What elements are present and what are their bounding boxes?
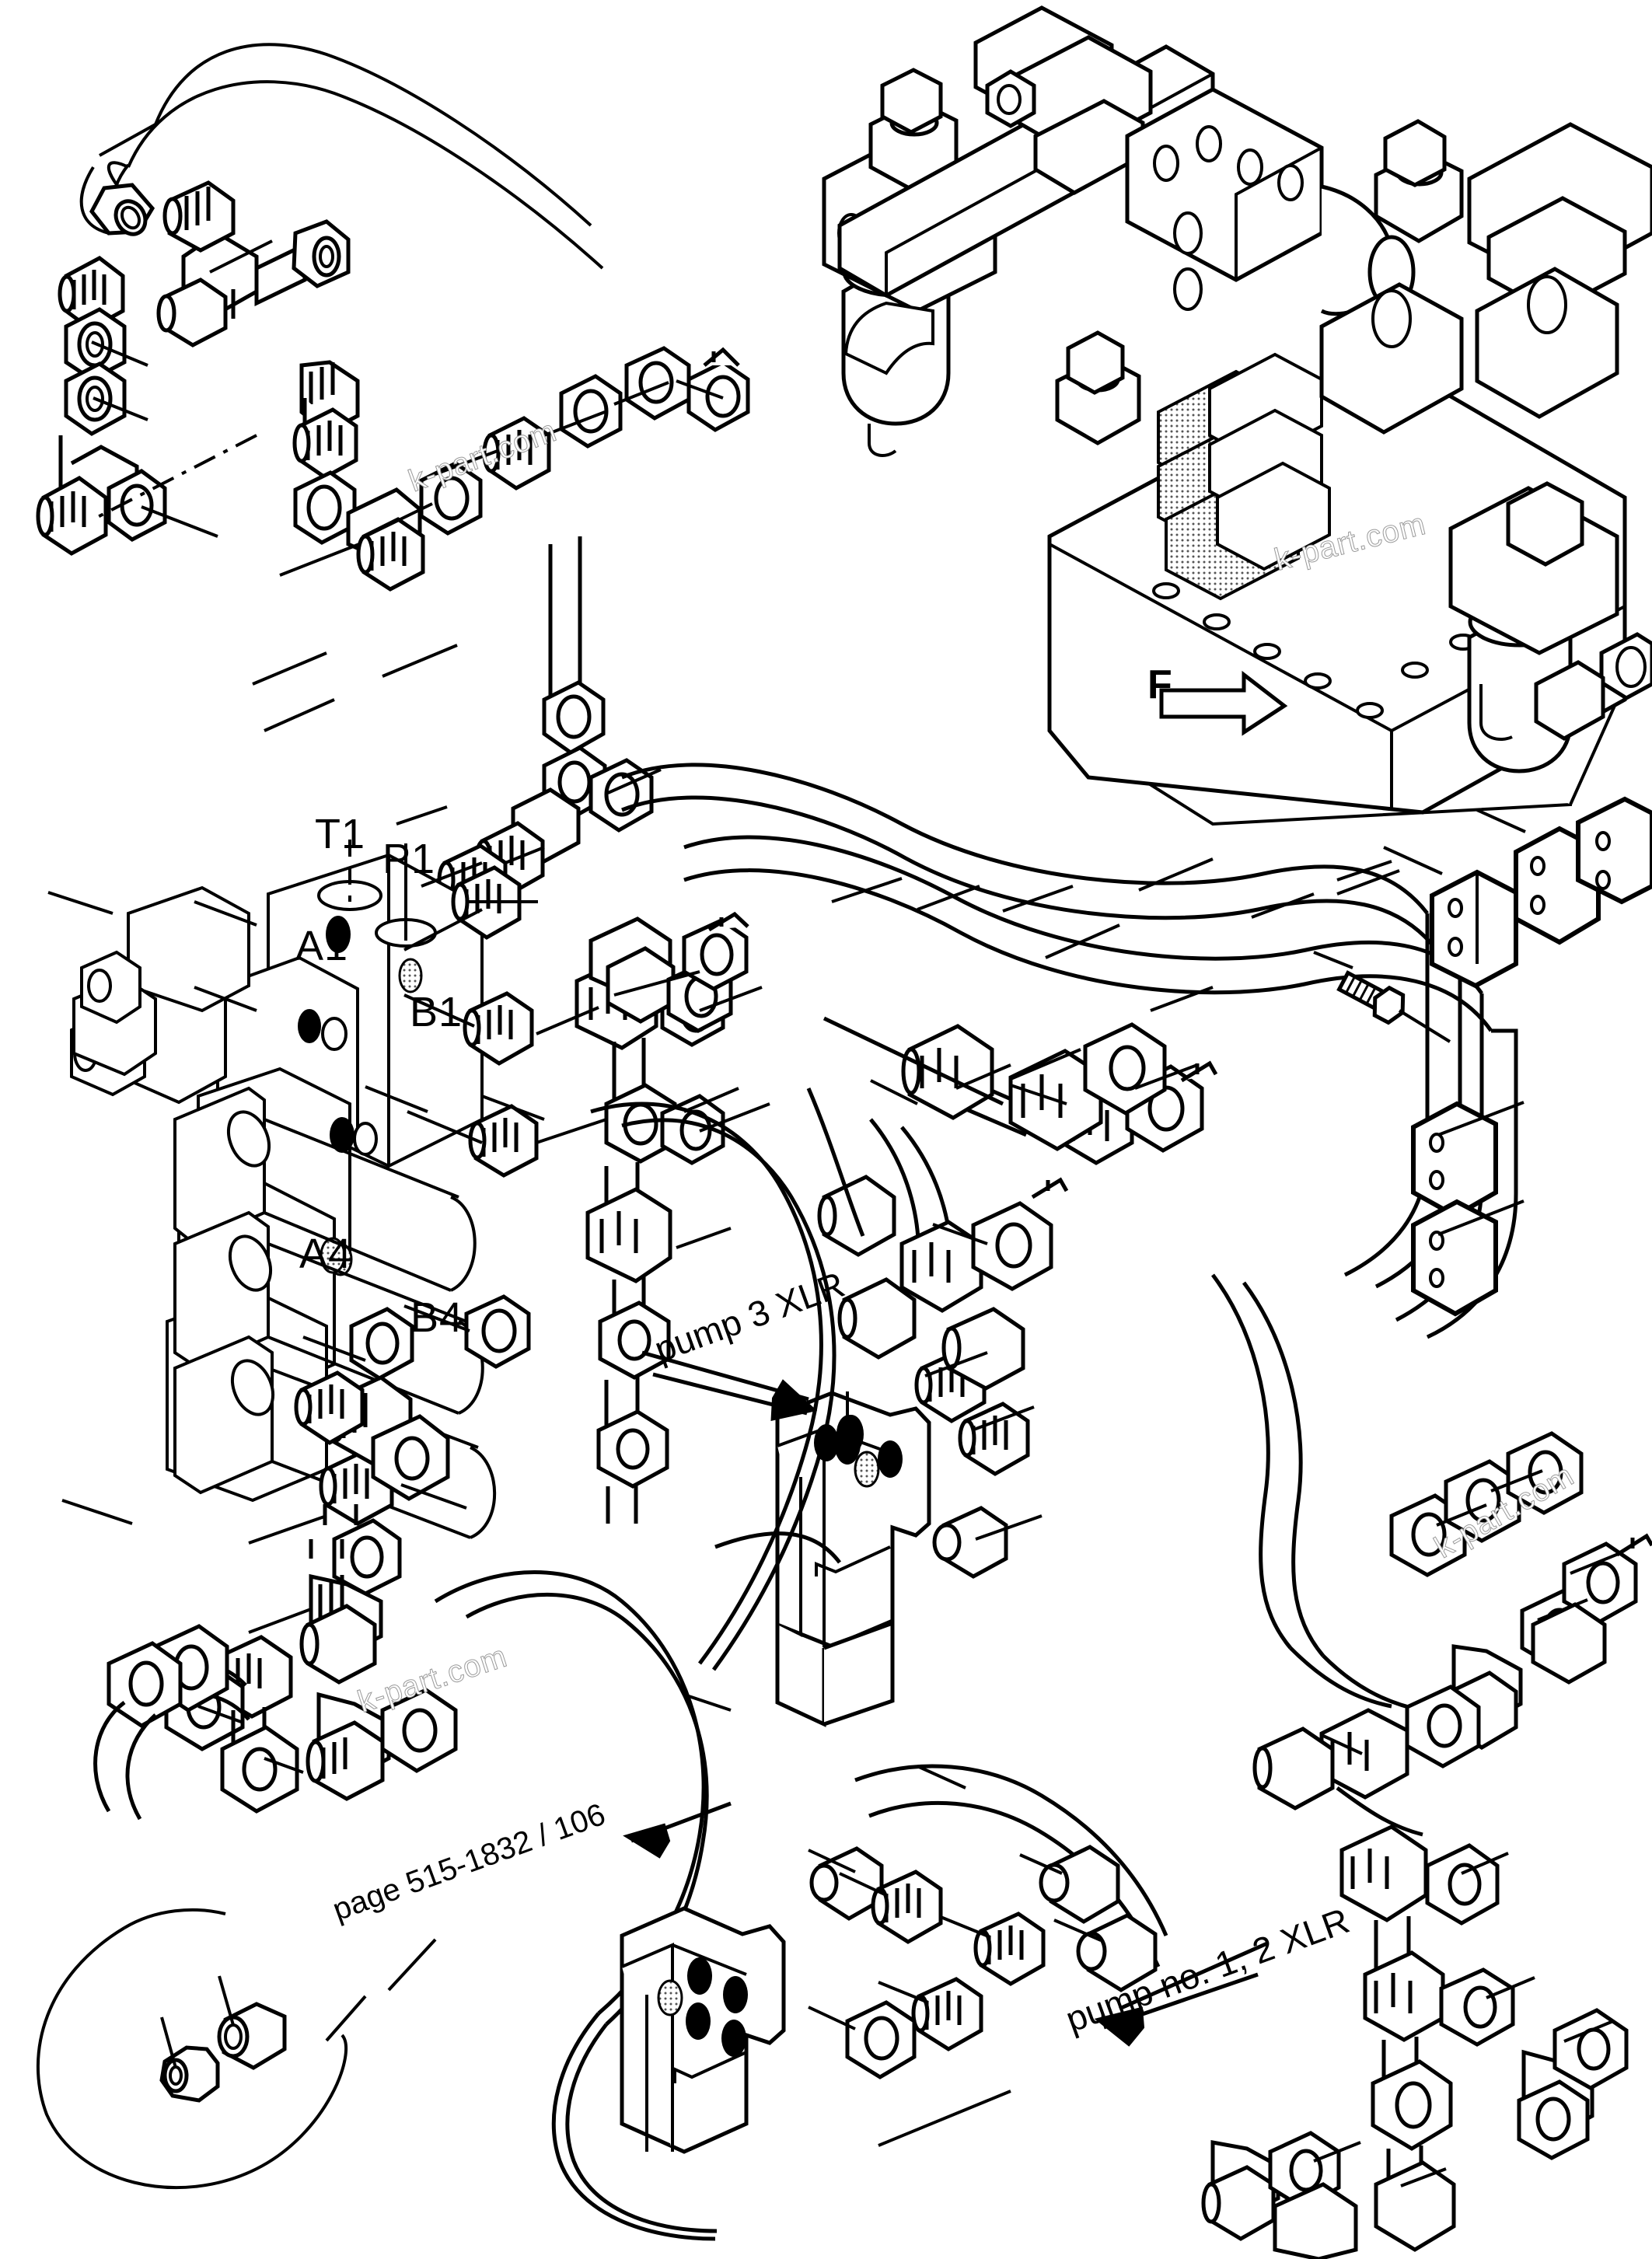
port-label-b1: B1 — [410, 989, 463, 1035]
bottom-junction-block — [620, 1906, 786, 2154]
tee-fitting-top-left — [156, 180, 351, 347]
page-ref-arrow — [623, 1801, 732, 1859]
right-middle-fittings — [1252, 1431, 1652, 1810]
pump12-flow-arrow — [1094, 1941, 1269, 2047]
hose-clamp-blocks — [1336, 796, 1652, 1317]
junction-block-port-fittings — [914, 1349, 1030, 1579]
hose-bundle-center — [806, 1016, 1167, 1237]
port-label-a4: A4 — [299, 1231, 353, 1277]
bottom-block-fittings — [809, 1845, 1158, 2079]
leader-lines — [47, 239, 1621, 2187]
detail-circle-parts — [159, 2002, 287, 2103]
port-label-t1: T1 — [315, 811, 366, 857]
port-label-b4: B4 — [410, 1294, 464, 1341]
valve-port-adapters — [451, 865, 539, 1369]
detail-circle — [36, 1908, 348, 2190]
bottom-right-fittings — [1201, 1786, 1629, 2259]
valve-side-pads — [72, 885, 250, 1077]
port-label-p1: P1 — [382, 836, 436, 882]
control-valve-assembly — [822, 5, 1652, 826]
view-arrow-f — [1159, 670, 1288, 736]
left-low-adapters — [294, 1307, 414, 1445]
center-right-fittings — [817, 1024, 1218, 1391]
port-label-a1: A1 — [295, 923, 349, 969]
pump3-flow-arrow — [641, 1350, 818, 1421]
mid-left-fitting-cluster — [292, 360, 483, 592]
hose-routing — [434, 763, 1518, 2241]
top-left-hose-group — [79, 43, 604, 270]
junction-block-pump3 — [775, 1391, 931, 1727]
center-tee-stack — [575, 958, 725, 1524]
view-marker-f-label: F — [1147, 662, 1172, 707]
upper-mid-adapters — [482, 346, 750, 491]
detail-circle-leaders — [160, 1975, 235, 2069]
upper-center-elbow-group — [589, 911, 749, 1033]
